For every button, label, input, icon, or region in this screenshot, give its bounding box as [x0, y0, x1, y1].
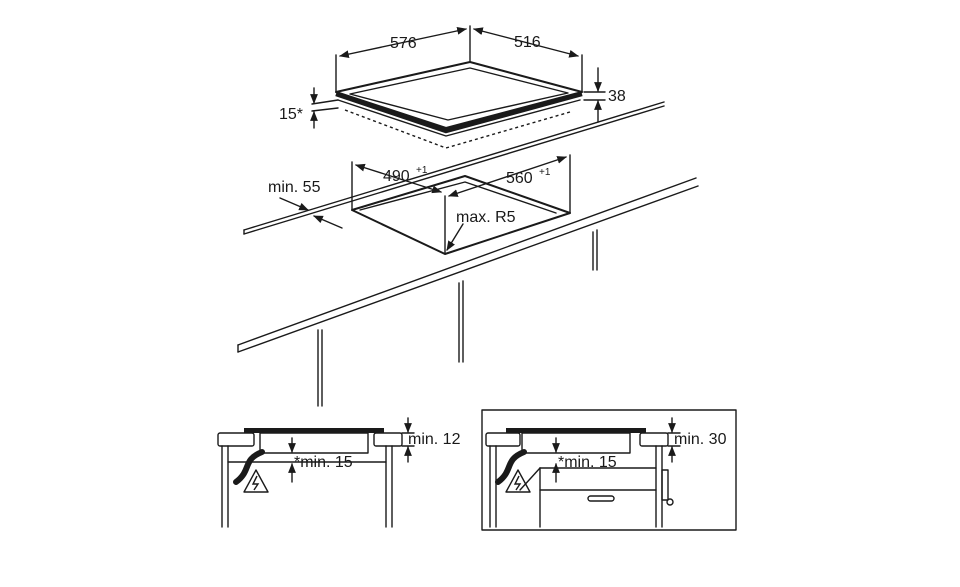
electrical-hazard-icon: [243, 469, 269, 493]
dim-depth-top: 516: [473, 27, 579, 58]
oven-side-panel: [661, 469, 669, 501]
worktop-section-left-r: [485, 432, 521, 447]
hob-front-edge: [335, 91, 583, 134]
hob-glass-rim: [349, 67, 569, 121]
hob-underside-dashed: [344, 109, 571, 149]
label-38: 38: [608, 88, 626, 105]
section-right-frame: [481, 409, 737, 531]
hob-perspective: [335, 25, 583, 149]
label-576: 576: [390, 35, 417, 52]
dim-bevel: 15*: [279, 87, 339, 129]
label-490: 490: [383, 168, 410, 185]
oven-knob: [666, 498, 674, 506]
label-left-min-15: *min. 15: [294, 454, 353, 471]
label-min-55: min. 55: [268, 179, 321, 196]
power-cable: [233, 449, 265, 485]
worktop: [237, 101, 699, 407]
label-left-min-12: min. 12: [408, 431, 461, 448]
section-right: *min. 15 min. 30: [481, 409, 737, 531]
power-cable-r: [495, 449, 527, 485]
hob-glass-section-r: [506, 428, 646, 433]
label-max-r5: max. R5: [456, 209, 516, 226]
dim-cut-depth: 560 +1: [448, 156, 567, 197]
worktop-section-right-r: [639, 432, 669, 447]
dim-radius: max. R5: [446, 209, 516, 251]
hob-lower-edge: [337, 99, 581, 137]
dim-edge-min: min. 55: [268, 179, 343, 229]
dim-cut-width: 490 +1: [355, 163, 442, 194]
label-560: 560: [506, 170, 533, 187]
worktop-section-right: [373, 432, 403, 447]
section-left: *min. 15 min. 12: [217, 417, 461, 528]
electrical-hazard-icon-r: [505, 469, 531, 493]
label-15-star: 15*: [279, 106, 303, 123]
label-490-tolerance: +1: [416, 165, 428, 176]
dim-height: 38: [583, 67, 626, 123]
hob-body-section-r: [521, 432, 631, 454]
dim-width-top: 576: [339, 27, 467, 58]
label-516: 516: [514, 34, 541, 51]
hob-glass-section: [244, 428, 384, 433]
label-560-tolerance: +1: [539, 167, 551, 178]
worktop-section-left: [217, 432, 255, 447]
hob-body-section: [259, 432, 369, 454]
label-right-min-15: *min. 15: [558, 454, 617, 471]
oven-handle: [587, 495, 615, 502]
label-right-min-30: min. 30: [674, 431, 727, 448]
